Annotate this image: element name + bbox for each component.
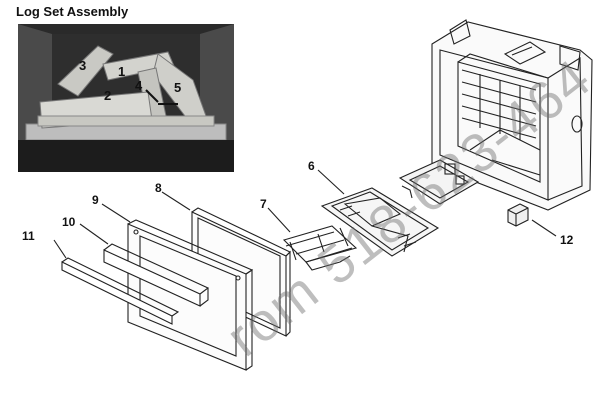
part-12-block [507,203,529,227]
burner-assembly [398,159,480,205]
photo-label-4: 4 [135,78,143,93]
photo-label-5: 5 [174,80,181,95]
callout-6: 6 [308,159,315,173]
hood-10 [103,243,210,307]
callout-9: 9 [92,193,99,207]
callout-8: 8 [155,181,162,195]
grate-7 [282,225,358,271]
log-grate-6 [320,187,440,257]
callout-10: 10 [62,215,76,229]
photo-label-1: 1 [118,64,125,79]
log-3 [57,45,114,97]
callout-7: 7 [260,197,267,211]
diagram-title: Log Set Assembly [16,4,129,19]
trim-11 [61,257,180,325]
photo-label-2: 2 [104,88,111,103]
log-set-photo: 1 2 3 4 5 [18,24,234,172]
photo-label-3: 3 [79,58,86,73]
callout-11: 11 [22,229,35,243]
callout-12: 12 [560,233,574,247]
firebox [431,19,593,211]
